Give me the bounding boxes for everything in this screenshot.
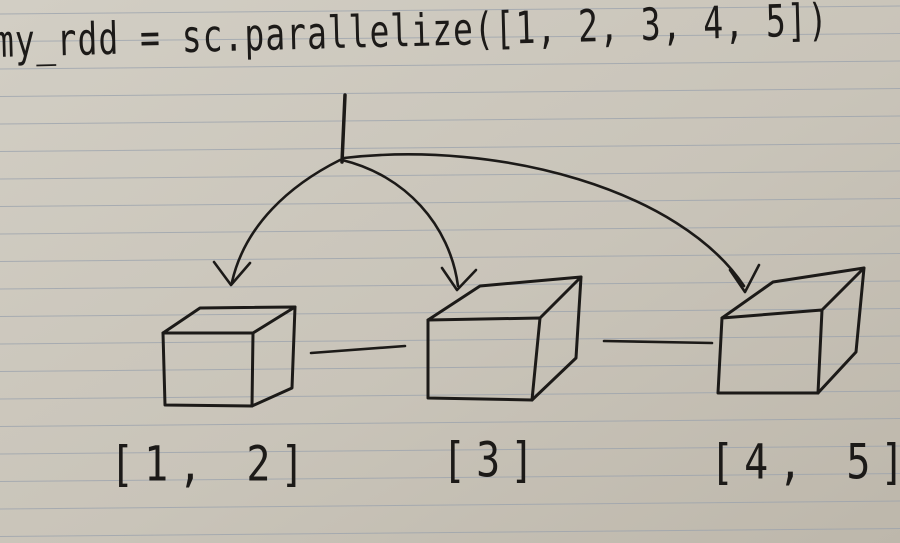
ruled-line xyxy=(0,33,900,42)
partition-box-1 xyxy=(161,305,297,408)
partition-label-1: [1, 2] xyxy=(110,437,315,493)
ruled-line xyxy=(0,500,900,510)
arrow-to-partition-1 xyxy=(230,158,342,284)
ruled-line xyxy=(0,143,900,152)
partition-label-2: [3] xyxy=(442,433,545,489)
partition-label-3: [4, 5] xyxy=(710,435,900,491)
ruled-line xyxy=(0,88,900,97)
ruled-line xyxy=(0,473,900,482)
ruled-line xyxy=(0,528,900,537)
arrow-head-1 xyxy=(212,260,252,287)
ruled-line xyxy=(0,60,900,70)
connector-1-2 xyxy=(309,344,407,355)
ruled-line xyxy=(0,363,900,372)
ruled-line xyxy=(0,445,900,455)
ruled-line xyxy=(0,198,900,207)
partition-box-3 xyxy=(716,266,866,395)
arrow-to-partition-3 xyxy=(342,153,746,288)
arrow-head-3 xyxy=(728,263,761,294)
arrow-to-partition-2 xyxy=(340,158,460,288)
ruled-line xyxy=(0,335,900,345)
ruled-line xyxy=(0,5,900,15)
split-trunk-line xyxy=(340,93,347,164)
ruled-line xyxy=(0,170,900,180)
partition-box-2 xyxy=(426,275,583,402)
ruled-line xyxy=(0,418,900,427)
ruled-line xyxy=(0,115,900,125)
connector-2-3 xyxy=(602,339,714,345)
ruled-line xyxy=(0,253,900,262)
ruled-line xyxy=(0,225,900,235)
ruled-line xyxy=(0,308,900,317)
arrow-head-2 xyxy=(440,266,478,292)
